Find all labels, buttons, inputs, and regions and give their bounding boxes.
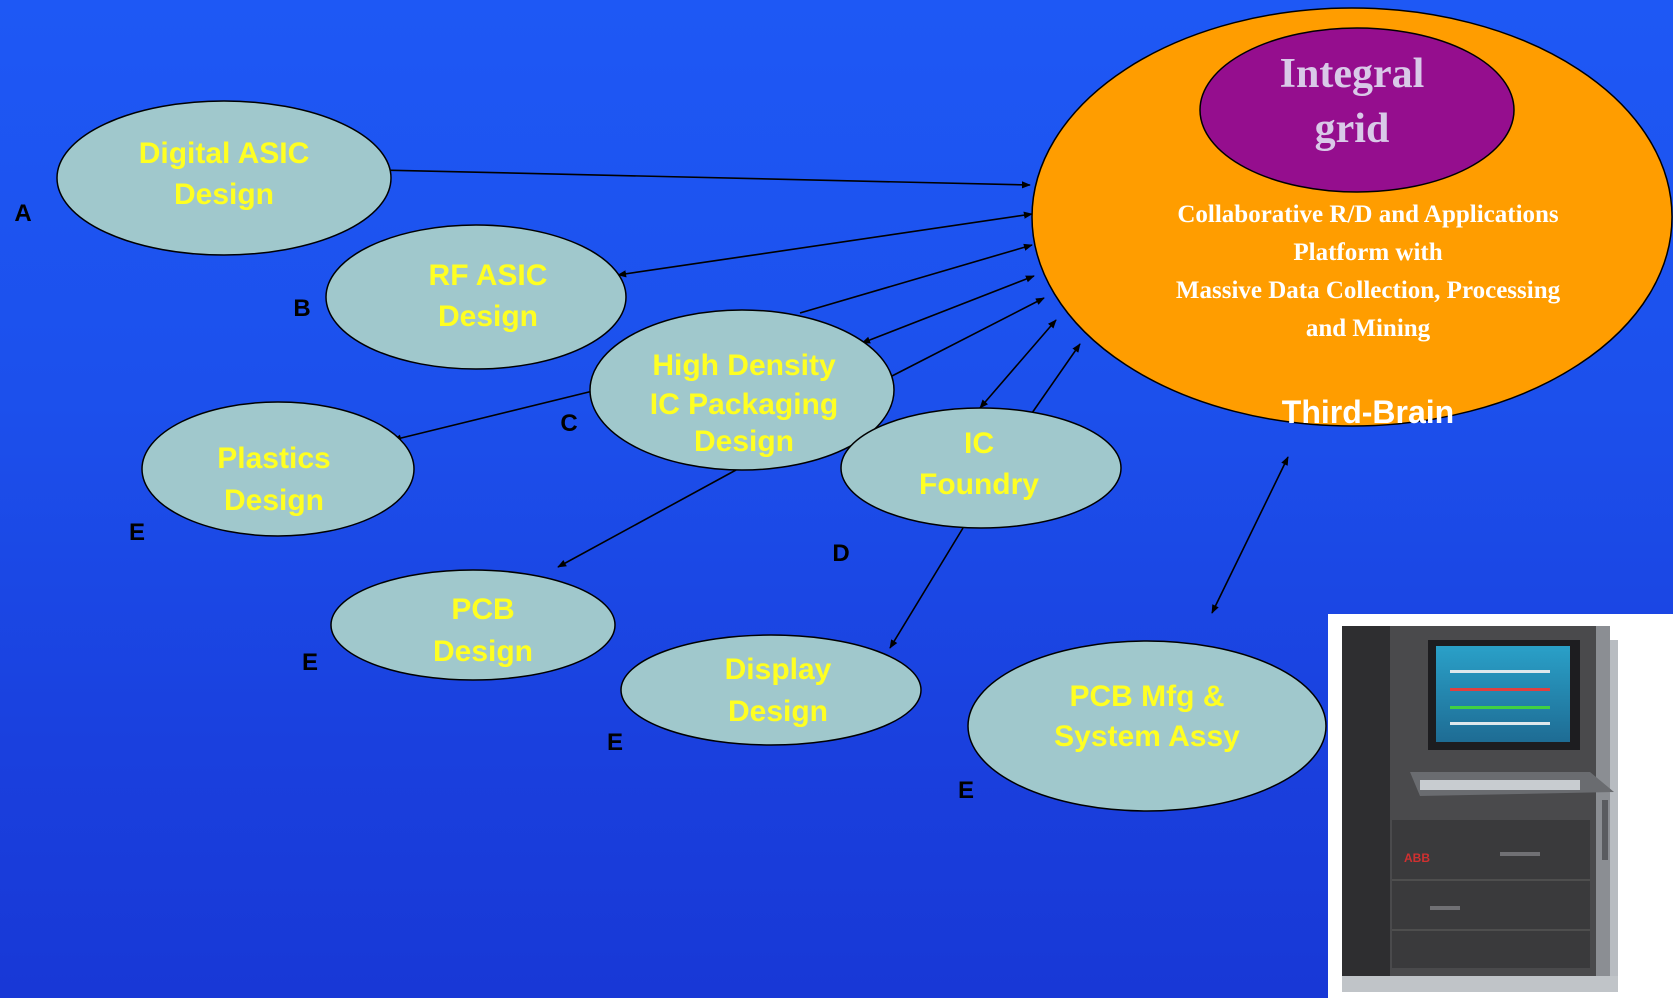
label-e-display: E [607, 729, 623, 756]
label-e-pcb-mfg: E [958, 777, 974, 804]
label-e-pcb: E [302, 649, 318, 676]
node-high-density-packaging: High Density IC Packaging Design [589, 309, 895, 471]
node-ic-foundry: IC Foundry [840, 407, 1122, 529]
node-hd-line2: IC Packaging [650, 388, 838, 421]
label-e-plastics: E [129, 519, 145, 546]
link-hd-packaging [861, 275, 1035, 344]
link-foundry-to-display [889, 527, 964, 649]
node-pcb-design: PCB Design [330, 569, 616, 681]
node-hd-line3: Design [694, 425, 794, 458]
node-plastics-line2: Design [224, 484, 324, 517]
label-b: B [293, 295, 310, 322]
node-digital-asic-line1: Digital ASIC [139, 137, 310, 170]
node-digital-asic-line2: Design [174, 178, 274, 211]
node-pcb-mfg-line1: PCB Mfg & [1070, 680, 1225, 713]
node-display: Display Design [620, 634, 922, 746]
link-hd-top-to-hub [799, 243, 1033, 314]
link-rf-asic [617, 211, 1033, 278]
link-ic-foundry [979, 319, 1057, 409]
connectors [379, 166, 1289, 649]
node-rf-asic-line1: RF ASIC [429, 259, 548, 292]
integral-grid-line1: Integral [1280, 51, 1425, 97]
link-digital-asic [379, 166, 1031, 189]
node-pcb-mfg-line2: System Assy [1054, 720, 1240, 753]
node-plastics: Plastics Design [141, 401, 415, 537]
node-hd-line1: High Density [652, 349, 836, 382]
hub-desc-line1: Collaborative R/D and Applications [1177, 201, 1559, 228]
node-rf-asic-line2: Design [438, 300, 538, 333]
integral-grid-node [1199, 27, 1515, 193]
cabinet-brand-label: ABB [1404, 851, 1430, 865]
node-display-line2: Design [728, 695, 828, 728]
label-d: D [832, 540, 849, 567]
link-pcb-mfg [1211, 456, 1289, 614]
link-foundry-right-to-hub [1031, 343, 1081, 414]
node-ic-foundry-line1: IC [964, 427, 994, 460]
hub-desc-line3: Massive Data Collection, Processing [1176, 277, 1561, 304]
hub-desc-line2: Platform with [1293, 239, 1442, 266]
node-digital-asic: Digital ASIC Design [56, 100, 392, 256]
label-c: C [560, 410, 577, 437]
hub-desc-line4: and Mining [1306, 315, 1431, 342]
node-display-line1: Display [725, 653, 832, 686]
node-ic-foundry-line2: Foundry [919, 468, 1039, 501]
server-cabinet-icon: ABB [1328, 614, 1673, 998]
label-a: A [14, 200, 31, 227]
third-brain-hub: Integral grid Collaborative R/D and Appl… [1031, 7, 1673, 430]
third-brain-label: Third-Brain [1282, 394, 1454, 430]
node-pcb-design-line1: PCB [451, 593, 514, 626]
node-pcb-mfg: PCB Mfg & System Assy [967, 640, 1327, 812]
integral-grid-line2: grid [1315, 106, 1390, 152]
link-hd-to-pcb [557, 469, 737, 568]
node-plastics-line1: Plastics [217, 442, 330, 475]
node-pcb-design-line2: Design [433, 635, 533, 668]
node-rf-asic: RF ASIC Design [325, 224, 627, 370]
link-hd-right-to-hub [889, 297, 1045, 378]
